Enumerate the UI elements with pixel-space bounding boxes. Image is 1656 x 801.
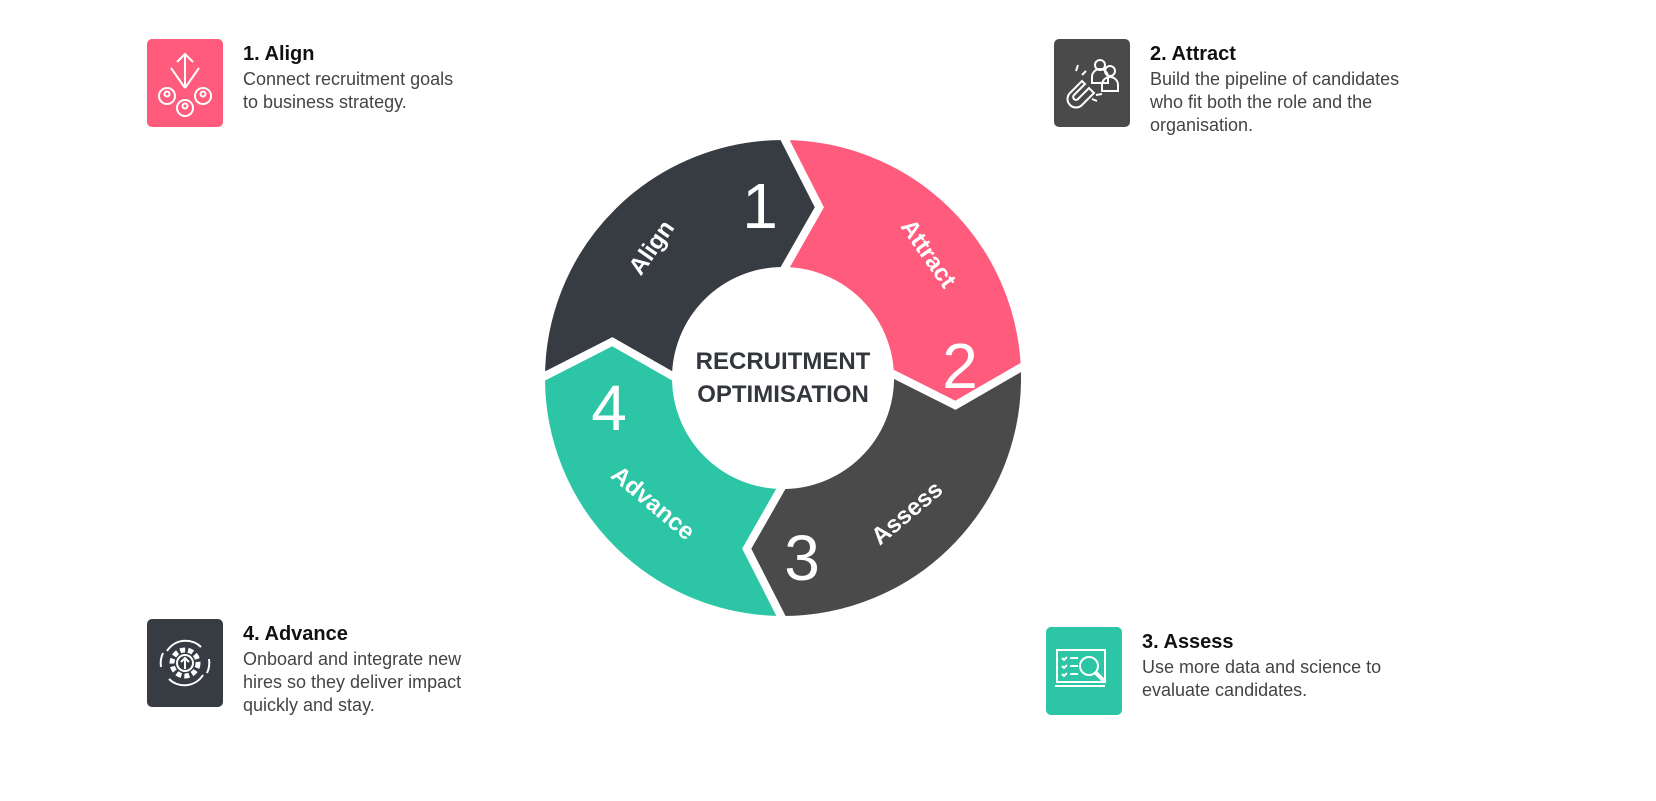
step-card-advance: 4. Advance Onboard and integrate new hir…	[147, 619, 461, 716]
step-card-align: 1. Align Connect recruitment goals to bu…	[147, 39, 453, 127]
step-desc-line: Build the pipeline of candidates	[1150, 69, 1400, 89]
step-desc-line: organisation.	[1150, 115, 1254, 135]
step-title: 2. Attract	[1150, 43, 1236, 65]
step-desc-line: Onboard and integrate new	[243, 649, 462, 669]
people-arrow-icon	[147, 39, 223, 127]
step-desc-line: Connect recruitment goals	[243, 69, 454, 89]
ring-number-4: 4	[591, 372, 627, 444]
ring-segment-align	[776, 131, 1029, 410]
step-desc-line: evaluate candidates.	[1142, 680, 1308, 700]
step-desc-line: Use more data and science to	[1142, 657, 1382, 677]
step-desc-line: quickly and stay.	[243, 695, 375, 715]
checklist-magnifier-icon	[1046, 627, 1122, 715]
magnet-people-icon	[1054, 39, 1130, 127]
step-card-assess: 3. Assess Use more data and science to e…	[1046, 627, 1381, 715]
gear-cycle-icon	[147, 619, 223, 707]
ring-number-1: 1	[742, 170, 778, 242]
ring-segment-assess	[536, 337, 790, 625]
center-title-line2: OPTIMISATION	[697, 381, 869, 408]
step-card-attract: 2. Attract Build the pipeline of candida…	[1054, 39, 1399, 136]
step-title: 4. Advance	[243, 623, 348, 645]
step-title: 1. Align	[243, 43, 315, 65]
ring-number-3: 3	[784, 522, 820, 594]
step-desc-line: to business strategy.	[243, 92, 407, 112]
ring-segment-attract	[742, 358, 1030, 625]
ring-segment-advance	[536, 131, 824, 385]
step-desc-line: who fit both the role and the	[1150, 92, 1373, 112]
step-title: 3. Assess	[1142, 631, 1234, 653]
ring-number-2: 2	[942, 330, 978, 402]
center-title-line1: RECRUITMENT	[696, 348, 871, 375]
step-desc-line: hires so they deliver impact	[243, 672, 462, 692]
